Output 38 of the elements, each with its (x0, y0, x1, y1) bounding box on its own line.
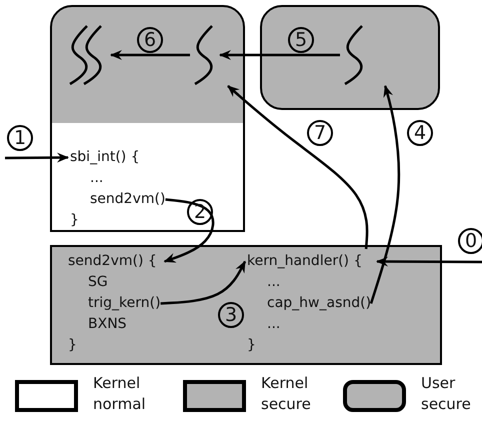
code-line: SG (88, 273, 108, 292)
code-line: } (70, 211, 79, 230)
code-line: send2vm() { (68, 252, 157, 271)
legend-text: User secure (421, 373, 472, 415)
step-number: 6 (137, 27, 163, 53)
code-line: trig_kern() (88, 294, 161, 313)
legend-text: Kernel normal (93, 373, 147, 415)
step-number: 4 (407, 120, 433, 146)
step-number: 5 (288, 27, 314, 53)
step-number: 7 (307, 120, 333, 146)
arrow (164, 198, 214, 263)
kernel-secure-box (50, 245, 442, 365)
step-number: 2 (187, 199, 213, 225)
user-box (260, 5, 440, 110)
code-line: sbi_int() { (70, 148, 140, 167)
arrow (370, 85, 400, 304)
arrow (219, 50, 340, 60)
code-line: send2vm() (90, 190, 166, 209)
arrow (160, 260, 246, 305)
arrow (227, 85, 368, 250)
arrow (5, 152, 69, 163)
step-number: 0 (458, 228, 482, 254)
kernel-vm-box (50, 5, 245, 232)
code-line: ... (267, 315, 280, 334)
code-line: kern_handler() { (247, 252, 362, 271)
step-number: 3 (218, 302, 244, 328)
code-line: } (68, 336, 77, 355)
thread-icon (342, 24, 366, 86)
legend-text: Kernel secure (261, 373, 312, 415)
code-line: BXNS (88, 315, 127, 334)
code-line: ... (90, 169, 104, 188)
code-line: ... (267, 273, 280, 292)
thread-icon (192, 24, 216, 86)
code-line: cap_hw_asnd() (267, 294, 372, 313)
code-line: } (247, 336, 256, 355)
step-number: 1 (7, 125, 33, 151)
arrow (110, 50, 190, 60)
arrow (376, 256, 482, 267)
